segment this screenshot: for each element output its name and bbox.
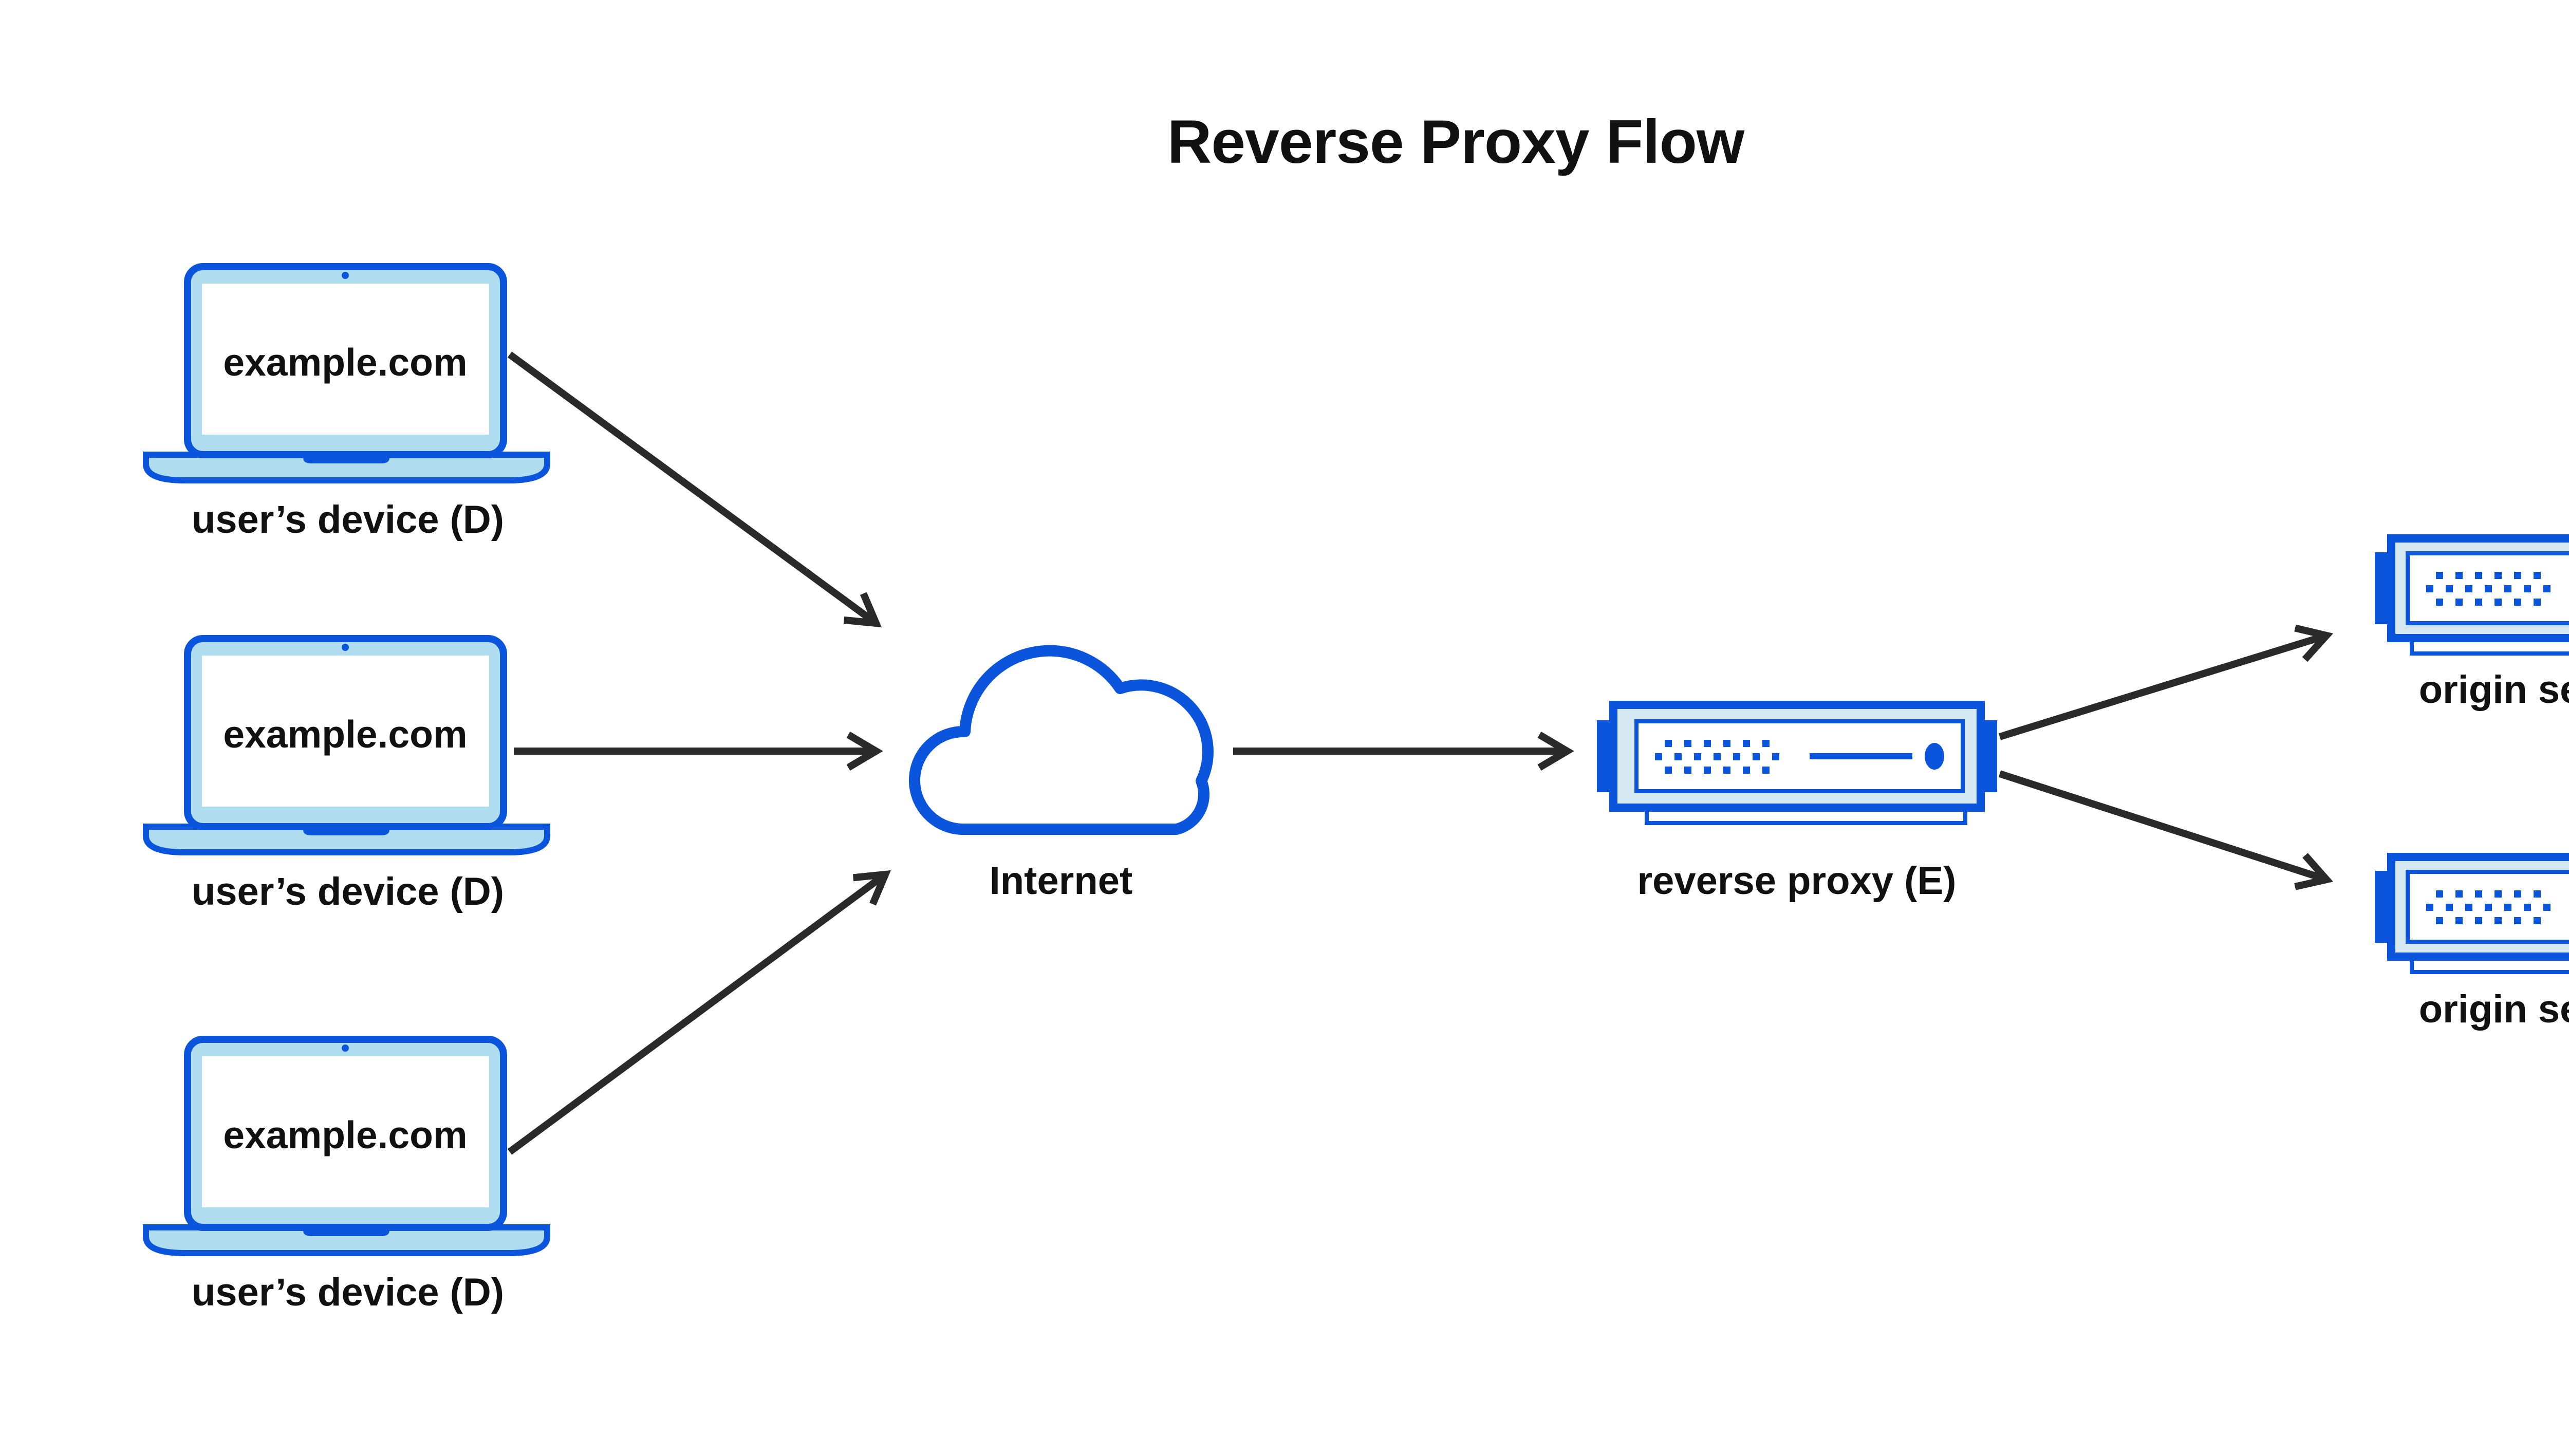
laptop-icon	[143, 635, 550, 855]
laptop-hinge-notch	[303, 827, 389, 835]
camera-dot-icon	[342, 272, 349, 279]
origin-server-label: origin server (F)	[2419, 668, 2569, 712]
server-vent-pattern	[2426, 572, 2551, 606]
internet-node: Internet	[908, 645, 1214, 903]
device-label: user’s device (D)	[192, 1271, 504, 1314]
laptop-base	[143, 824, 550, 855]
user-device-1: example.com user’s device (D)	[143, 263, 550, 542]
internet-label: Internet	[990, 859, 1133, 903]
arrow-device3-to-internet	[507, 870, 891, 1155]
server-power-dot	[1925, 743, 1944, 770]
user-device-3: example.com user’s device (D)	[143, 1036, 550, 1314]
server-icon	[2375, 853, 2569, 974]
device-screen-url: example.com	[223, 341, 467, 384]
laptop-screen	[202, 1056, 489, 1207]
camera-dot-icon	[342, 1044, 349, 1052]
laptop-screen	[202, 284, 489, 435]
camera-dot-icon	[342, 644, 349, 651]
laptop-icon	[143, 1036, 550, 1256]
device-screen-url: example.com	[223, 713, 467, 756]
origin-server-1-node: origin server (F)	[2375, 534, 2569, 712]
cloud-icon	[908, 645, 1214, 835]
arrow-proxy-to-origin1	[1998, 624, 2334, 740]
laptop-hinge-notch	[303, 1227, 389, 1236]
origin-server-label: origin server (F)	[2419, 987, 2569, 1031]
device-label: user’s device (D)	[192, 870, 504, 913]
laptop-screen	[202, 656, 489, 807]
server-vent-pattern	[1655, 740, 1779, 774]
server-icon	[2375, 534, 2569, 656]
laptop-base	[143, 452, 550, 483]
server-icon	[1597, 701, 1997, 825]
reverse-proxy-label: reverse proxy (E)	[1637, 859, 1957, 903]
user-device-2: example.com user’s device (D)	[143, 635, 550, 913]
device-screen-url: example.com	[223, 1113, 467, 1156]
laptop-icon	[143, 263, 550, 483]
arrow-device1-to-internet	[507, 351, 882, 628]
arrow-proxy-to-origin2	[1998, 770, 2334, 890]
flow-arrows	[507, 351, 2334, 1155]
laptop-hinge-notch	[303, 455, 389, 463]
page-title: Reverse Proxy Flow	[1167, 107, 1745, 176]
laptop-base	[143, 1224, 550, 1256]
origin-server-2-node: origin server (F)	[2375, 853, 2569, 1031]
server-vent-pattern	[2426, 890, 2551, 924]
device-label: user’s device (D)	[192, 498, 504, 542]
reverse-proxy-node: reverse proxy (E)	[1597, 701, 1997, 903]
